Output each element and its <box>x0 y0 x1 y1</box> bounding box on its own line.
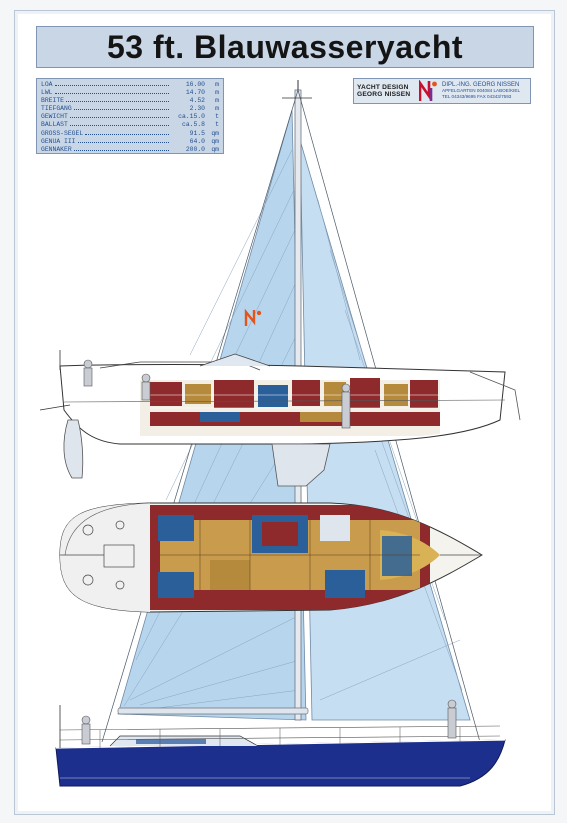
keel <box>271 443 331 487</box>
spec-unit: qm <box>211 129 219 137</box>
spec-leader <box>69 117 169 119</box>
hull <box>55 739 506 787</box>
title-banner: 53 ft. Blauwasseryacht <box>36 26 534 68</box>
spec-row: GEWICHT ca.15.0 t <box>41 113 219 121</box>
spec-value: 200.0 <box>185 145 205 153</box>
spec-unit: t <box>215 121 219 129</box>
side-profile <box>39 350 521 487</box>
spec-value: 4.52 <box>189 97 205 105</box>
spec-value: 16.00 <box>185 81 205 88</box>
spec-row: GENNAKER 200.0 qm <box>41 146 219 154</box>
spec-unit: m <box>215 105 219 113</box>
spec-row: LOA 16.00 m <box>41 81 219 89</box>
spec-label: GENNAKER <box>41 145 72 153</box>
deck-plan <box>59 502 483 613</box>
spec-row: GROSS-SEGEL 91.5 qm <box>41 130 219 138</box>
rudder <box>63 419 84 479</box>
spec-row: TIEFGANG 2.30 m <box>41 105 219 113</box>
designer-phone: TEL 04343/9695 FAX 04343/7593 <box>442 93 512 99</box>
spec-label: LWL <box>41 89 53 97</box>
brand-line2: GEORG NISSEN <box>357 91 411 98</box>
spec-value: 2.30 <box>189 105 205 113</box>
spec-value: 91.5 <box>189 129 205 137</box>
designer-brand: YACHT DESIGN GEORG NISSEN <box>354 84 419 99</box>
hull-side-view <box>55 699 506 787</box>
boom <box>117 707 309 715</box>
spec-leader <box>69 125 169 127</box>
spec-unit: m <box>215 97 219 105</box>
spec-row: LWL 14.70 m <box>41 89 219 97</box>
spec-label: GEWICHT <box>41 113 68 121</box>
spec-leader <box>54 85 169 86</box>
designer-name: DIPL.-ING. GEORG NISSEN <box>442 81 520 88</box>
spec-unit: m <box>215 89 219 97</box>
spec-label: TIEFGANG <box>41 105 72 113</box>
spec-leader <box>54 93 169 95</box>
spec-unit: qm <box>211 137 219 145</box>
spec-label: BALLAST <box>41 121 68 129</box>
spec-unit: qm <box>211 145 219 153</box>
spec-value: ca.15.0 <box>178 113 205 121</box>
spec-unit: m <box>215 81 219 88</box>
spec-label: GROSS-SEGEL <box>41 129 84 137</box>
spec-leader <box>73 109 169 111</box>
spec-leader <box>73 149 169 151</box>
spec-row: BREITE 4.52 m <box>41 97 219 105</box>
spec-label: BREITE <box>41 97 65 105</box>
spec-label: LOA <box>41 81 53 88</box>
spec-unit: t <box>215 113 219 121</box>
spec-leader <box>66 101 169 103</box>
sail-logo-icon <box>244 308 262 326</box>
designer-address-block: DIPL.-ING. GEORG NISSEN APFELGARTEN 0040… <box>439 81 530 100</box>
spec-leader <box>77 141 169 143</box>
page-title: 53 ft. Blauwasseryacht <box>106 28 464 65</box>
spec-row: BALLAST ca.5.8 t <box>41 121 219 129</box>
spec-value: 64.0 <box>189 137 205 145</box>
designer-logo-icon <box>419 80 437 101</box>
spec-value: 14.70 <box>185 89 205 97</box>
spec-row: GENUA III 64.0 qm <box>41 138 219 146</box>
designer-box: YACHT DESIGN GEORG NISSEN DIPL.-ING. GEO… <box>353 78 531 104</box>
spec-value: ca.5.8 <box>181 121 205 129</box>
spec-leader <box>85 133 169 135</box>
spec-label: GENUA III <box>41 137 76 145</box>
brand-line1: YACHT DESIGN <box>357 83 409 91</box>
designer-address: APFELGARTEN 004084 LABOE/KIEL <box>442 88 521 94</box>
